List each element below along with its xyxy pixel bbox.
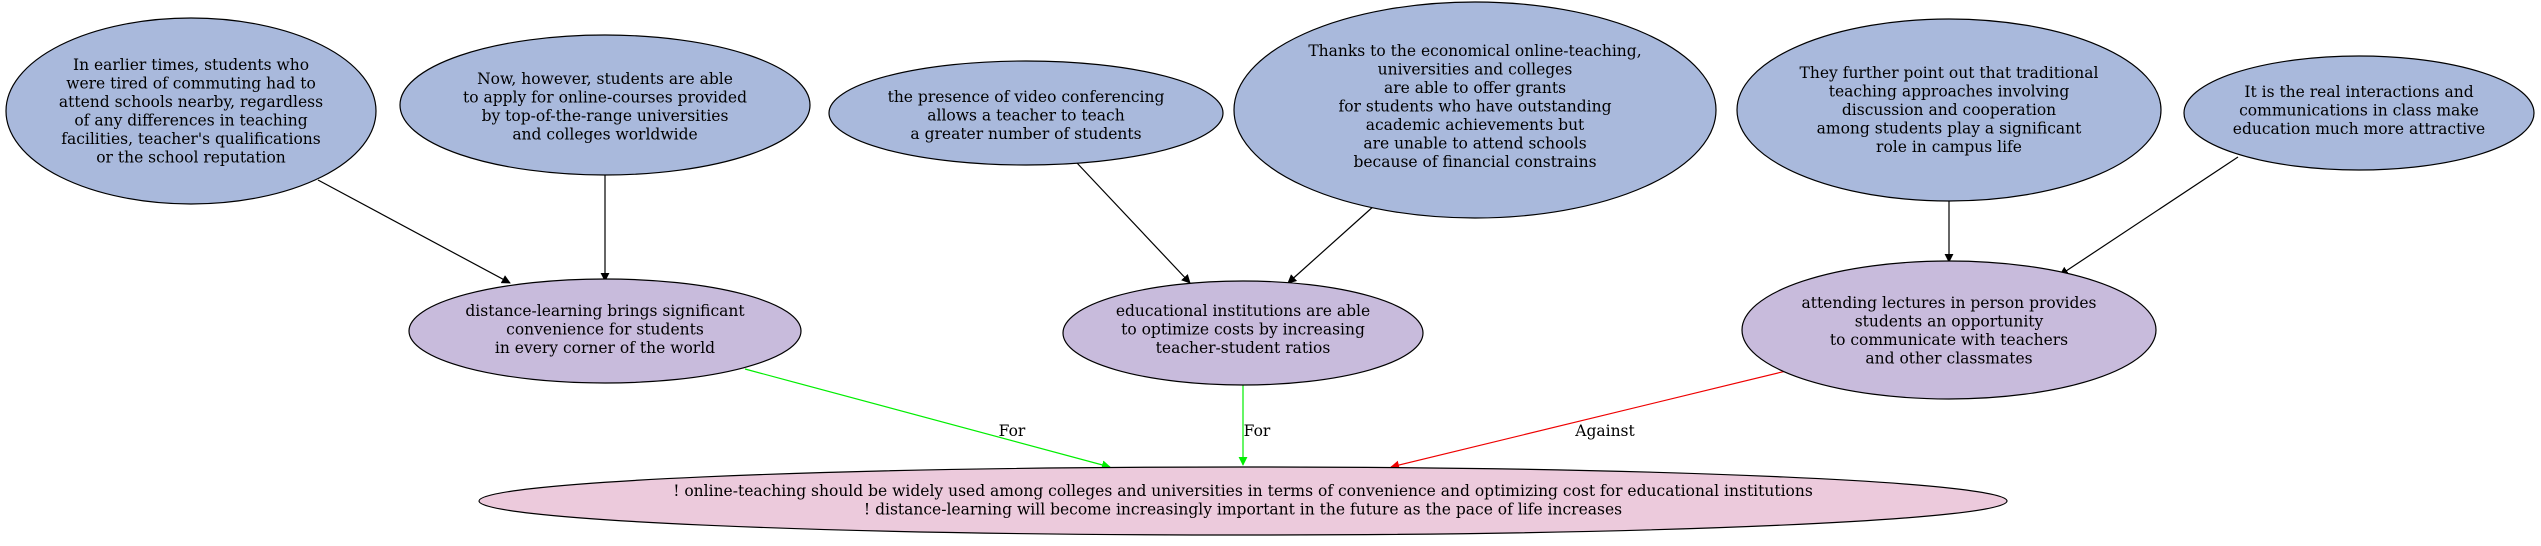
node-text-line: and colleges worldwide (512, 126, 697, 144)
node-text-line: to communicate with teachers (1830, 331, 2068, 349)
node-text-line: Now, however, students are able (477, 70, 733, 88)
node-conclusion: ! online-teaching should be widely used … (478, 466, 2008, 536)
edge-in-person-to-conclusion (1390, 370, 1787, 470)
edge-convenience-to-conclusion (744, 368, 1111, 470)
node-text-line: and other classmates (1865, 350, 2032, 368)
node-text-line: In earlier times, students who (73, 56, 309, 74)
edge-commuting-to-convenience (317, 179, 511, 284)
node-text-line: Thanks to the economical online-teaching… (1308, 42, 1641, 60)
node-text-line: a greater number of students (910, 125, 1141, 143)
premise-traditional-ellipse (1736, 18, 2162, 202)
node-text-line: It is the real interactions and (2244, 83, 2473, 101)
edge-grants-to-optimize-costs (1287, 204, 1376, 284)
node-text-line: teacher-student ratios (1156, 339, 1331, 357)
node-text-line: educational institutions are able (1116, 302, 1370, 320)
node-text-line: were tired of commuting had to (66, 75, 316, 93)
node-text-line: role in campus life (1876, 138, 2022, 156)
edge-label-against: Against (1574, 422, 1635, 440)
node-text-line: are able to offer grants (1384, 79, 1566, 97)
premise-commuting-ellipse (5, 17, 377, 205)
node-text-line: discussion and cooperation (1842, 101, 2056, 119)
node-text-line: attend schools nearby, regardless (59, 93, 323, 111)
node-text-line: the presence of video conferencing (888, 88, 1165, 106)
node-text-line: attending lectures in person provides (1801, 294, 2096, 312)
node-text-line: education much more attractive (2233, 120, 2485, 138)
node-text-line: ! online-teaching should be widely used … (673, 482, 1813, 500)
edge-video-conferencing-to-optimize-costs (1076, 162, 1191, 284)
premise-video-conferencing-ellipse (828, 60, 1224, 166)
edges: For For Against (317, 156, 2239, 470)
edge-label-for-1: For (999, 422, 1026, 440)
premise-grants-ellipse (1233, 1, 1717, 219)
node-text-line: in every corner of the world (495, 339, 715, 357)
claim-optimize-costs-ellipse (1062, 280, 1424, 386)
node-text-line: to apply for online-courses provided (463, 89, 747, 107)
edge-real-interactions-to-in-person (2059, 156, 2239, 276)
node-text-line: facilities, teacher's qualifications (61, 130, 321, 148)
node-text-line: because of financial constrains (1353, 153, 1596, 171)
edge-label-for-2: For (1244, 422, 1271, 440)
node-text-line: They further point out that traditional (1800, 64, 2099, 82)
node-text-line: or the school reputation (96, 149, 286, 167)
node-text-line: convenience for students (506, 321, 704, 339)
conclusion-text: ! online-teaching should be widely used … (673, 482, 1813, 519)
conclusion-ellipse (478, 466, 2008, 536)
node-text-line: communications in class make (2239, 102, 2479, 120)
node-text-line: by top-of-the-range universities (482, 107, 729, 125)
node-text-line: to optimize costs by increasing (1121, 321, 1365, 339)
node-text-line: among students play a significant (1817, 120, 2082, 138)
premise-grants-text: Thanks to the economical online-teaching… (1308, 42, 1641, 171)
node-text-line: of any differences in teaching (74, 112, 307, 130)
node-text-line: students an opportunity (1855, 313, 2044, 331)
node-text-line: are unable to attend schools (1363, 135, 1586, 153)
premise-real-interactions-ellipse (2183, 55, 2535, 171)
node-text-line: universities and colleges (1378, 61, 1573, 79)
node-text-line: distance-learning brings significant (465, 302, 745, 320)
node-text-line: for students who have outstanding (1338, 98, 1611, 116)
node-premise-grants: Thanks to the economical online-teaching… (1233, 1, 1717, 219)
node-text-line: ! distance-learning will become increasi… (864, 501, 1622, 519)
node-text-line: teaching approaches involving (1829, 83, 2070, 101)
node-text-line: academic achievements but (1366, 116, 1585, 134)
node-text-line: allows a teacher to teach (927, 107, 1124, 125)
claim-in-person-ellipse (1741, 260, 2157, 400)
premise-apply-worldwide-ellipse (399, 34, 811, 176)
claim-convenience-ellipse (408, 278, 802, 384)
